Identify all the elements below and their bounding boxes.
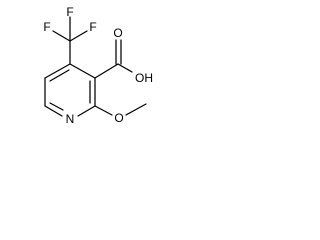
bond-c3-cooh [94, 63, 119, 79]
bond-c4-c5 [44, 63, 71, 79]
molecule-structure: F F F N O O OH [43, 5, 153, 126]
atom-label-carbonyl-oxygen: O [113, 26, 122, 40]
bond-c-f-left [52, 30, 71, 42]
atom-label-f-top: F [66, 5, 73, 19]
bond-c4-c5-inner [49, 69, 70, 82]
atom-label-f-right: F [89, 20, 96, 34]
atom-label-methoxy-oxygen: O [114, 111, 123, 125]
atom-label-f-left: F [43, 20, 50, 34]
bond-c3-c4 [69, 63, 96, 79]
bond-o-ch3 [125, 103, 147, 116]
bond-c2-o [94, 105, 113, 116]
bond-c-f-right [69, 30, 88, 42]
atom-label-ring-nitrogen: N [66, 112, 75, 126]
bond-n1-c2 [77, 105, 96, 117]
atom-label-hydroxyl: OH [135, 71, 153, 85]
bond-c6-n1-inner [49, 102, 64, 111]
bond-c-oh [117, 63, 133, 73]
bond-c6-n1 [44, 105, 63, 117]
